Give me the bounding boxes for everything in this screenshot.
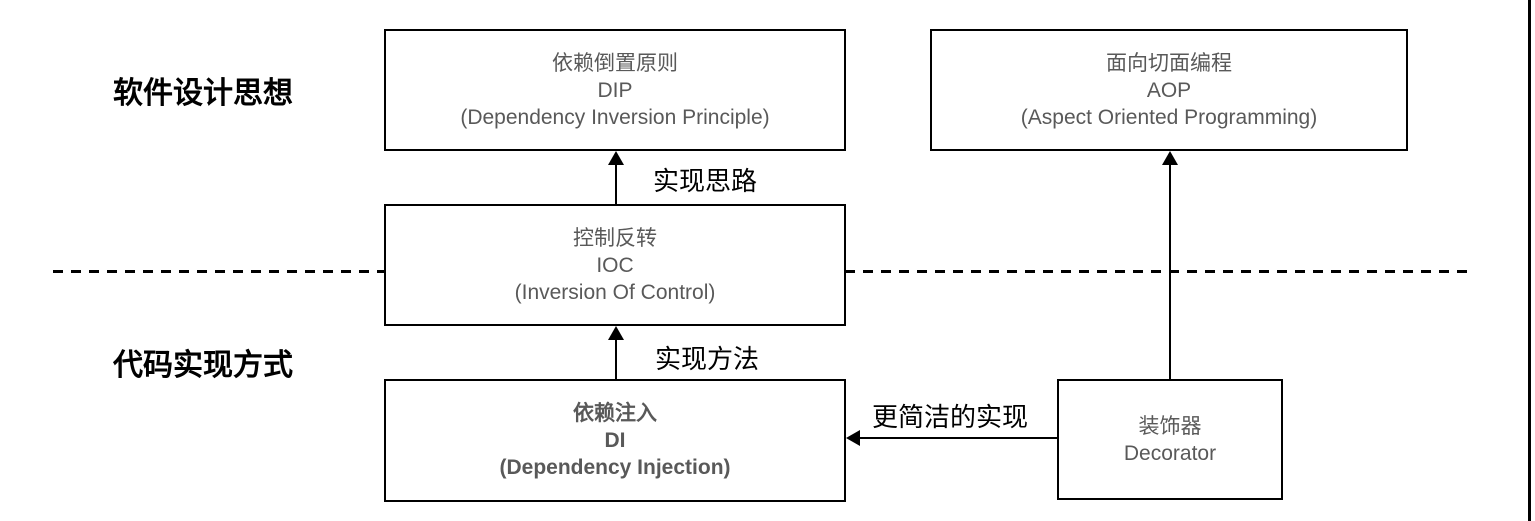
arrow-decorator-to-aop-head-icon [1162, 151, 1178, 165]
box-aop-title-cn: 面向切面编程 [1106, 51, 1232, 75]
box-di-abbr: DI [604, 429, 626, 452]
box-di-title-cn: 依赖注入 [573, 402, 657, 425]
arrow-decorator-to-di-shaft [858, 437, 1057, 439]
box-di: 依赖注入 DI (Dependency Injection) [384, 379, 846, 502]
arrow-decorator-to-di-head-icon [846, 430, 860, 446]
box-aop: 面向切面编程 AOP (Aspect Oriented Programming) [930, 29, 1408, 151]
arrow-di-to-ioc-head-icon [608, 326, 624, 340]
right-edge-line [1528, 0, 1531, 521]
box-dip-title-cn: 依赖倒置原则 [552, 51, 678, 75]
section-label-code-implementation: 代码实现方式 [113, 349, 293, 382]
arrow-label-decorator-to-di: 更简洁的实现 [872, 402, 1029, 432]
box-ioc-title-cn: 控制反转 [573, 226, 657, 250]
arrow-decorator-to-aop-shaft [1169, 163, 1171, 379]
box-dip-full-name: (Dependency Inversion Principle) [460, 105, 770, 129]
box-aop-full-name: (Aspect Oriented Programming) [1020, 105, 1318, 129]
box-ioc-abbr: IOC [596, 253, 634, 277]
box-decorator-title-cn: 装饰器 [1138, 414, 1202, 438]
arrow-ioc-to-dip-head-icon [608, 151, 624, 165]
arrow-ioc-to-dip-shaft [615, 163, 617, 204]
box-decorator-name-en: Decorator [1123, 441, 1217, 465]
box-dip: 依赖倒置原则 DIP (Dependency Inversion Princip… [384, 29, 846, 151]
arrow-label-ioc-to-dip: 实现思路 [653, 166, 758, 196]
arrow-di-to-ioc-shaft [615, 338, 617, 379]
box-ioc-full-name: (Inversion Of Control) [514, 280, 716, 304]
box-aop-abbr: AOP [1146, 78, 1192, 102]
box-di-full-name: (Dependency Injection) [499, 456, 731, 479]
section-label-design-philosophy: 软件设计思想 [113, 77, 293, 110]
box-decorator: 装饰器 Decorator [1057, 379, 1283, 500]
box-dip-abbr: DIP [597, 78, 633, 102]
box-ioc: 控制反转 IOC (Inversion Of Control) [384, 204, 846, 326]
arrow-label-di-to-ioc: 实现方法 [655, 344, 760, 374]
